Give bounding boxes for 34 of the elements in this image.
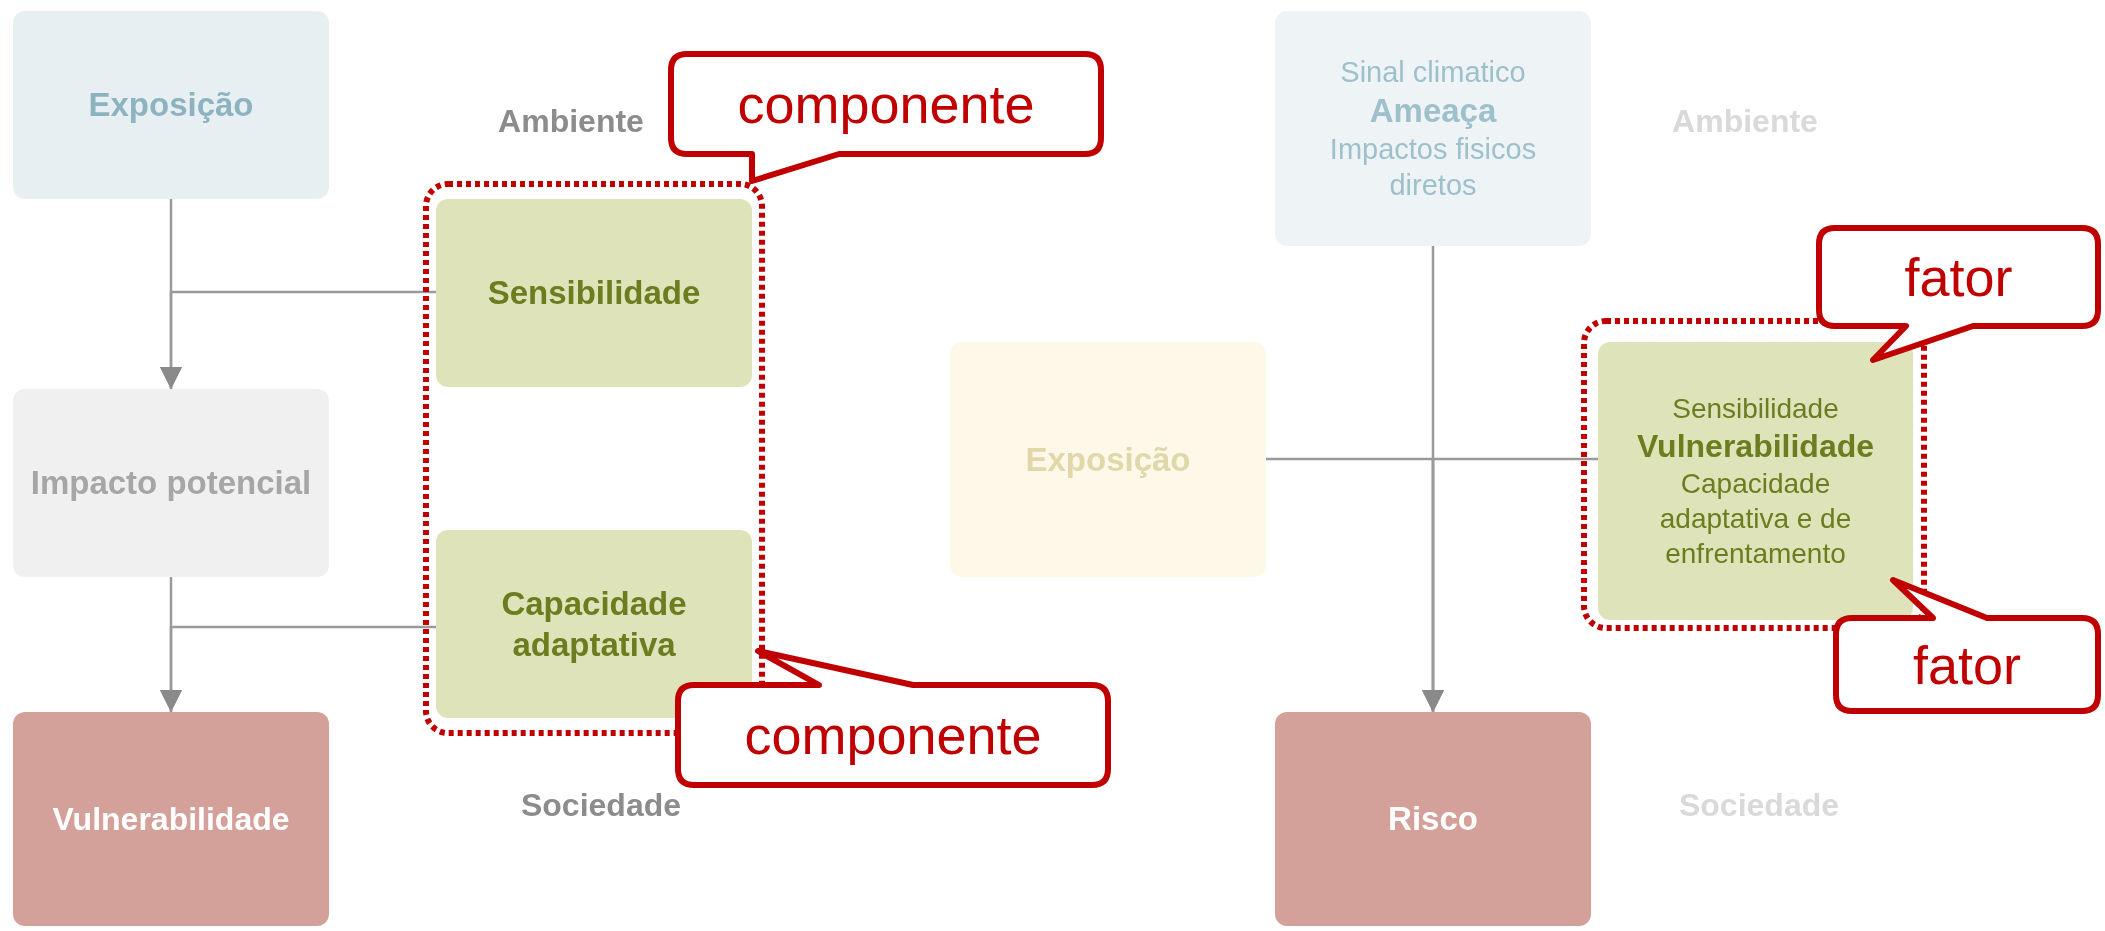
process-box: [13, 712, 329, 926]
region-label: Sociedade: [520, 786, 682, 824]
box-text: Exposição: [88, 85, 254, 126]
process-box: [13, 389, 329, 577]
process-box: [13, 11, 329, 199]
speech-bubble: [1836, 580, 2098, 711]
process-box: [436, 530, 752, 718]
speech-bubble: [678, 651, 1108, 785]
box-text: Exposição: [1025, 439, 1191, 480]
box-text: Capacidade adaptativa: [500, 583, 688, 665]
box-text: Capacidade adaptativa e de enfrentamento: [1658, 467, 1853, 571]
process-box: [1598, 342, 1913, 620]
box-text: Sensibilidade: [487, 273, 701, 314]
region-label: Ambiente: [498, 102, 644, 140]
speech-bubble: [1819, 228, 2098, 360]
box-text: Sinal climatico: [1340, 54, 1526, 90]
arrow: [1422, 457, 1598, 712]
arrow: [160, 625, 436, 712]
process-box: [950, 342, 1266, 577]
process-box: [1275, 11, 1591, 246]
box-text: Impacto potencial: [30, 463, 312, 504]
box-text: Sensibilidade: [1672, 392, 1839, 426]
callout-text: fator: [1911, 637, 2023, 692]
box-text: Risco: [1388, 799, 1478, 840]
box-text: Impactos fisicos diretos: [1328, 132, 1538, 204]
arrow: [160, 290, 436, 389]
dotted-frame: [1581, 318, 1927, 631]
box-text: Ameaça: [1369, 90, 1497, 131]
speech-bubble: [671, 54, 1101, 181]
box-text: Vulnerabilidade: [1636, 427, 1875, 466]
process-box: [1275, 712, 1591, 926]
box-text: Vulnerabilidade: [52, 800, 290, 839]
process-box: [436, 199, 752, 387]
callout-text: fator: [1903, 250, 2014, 304]
